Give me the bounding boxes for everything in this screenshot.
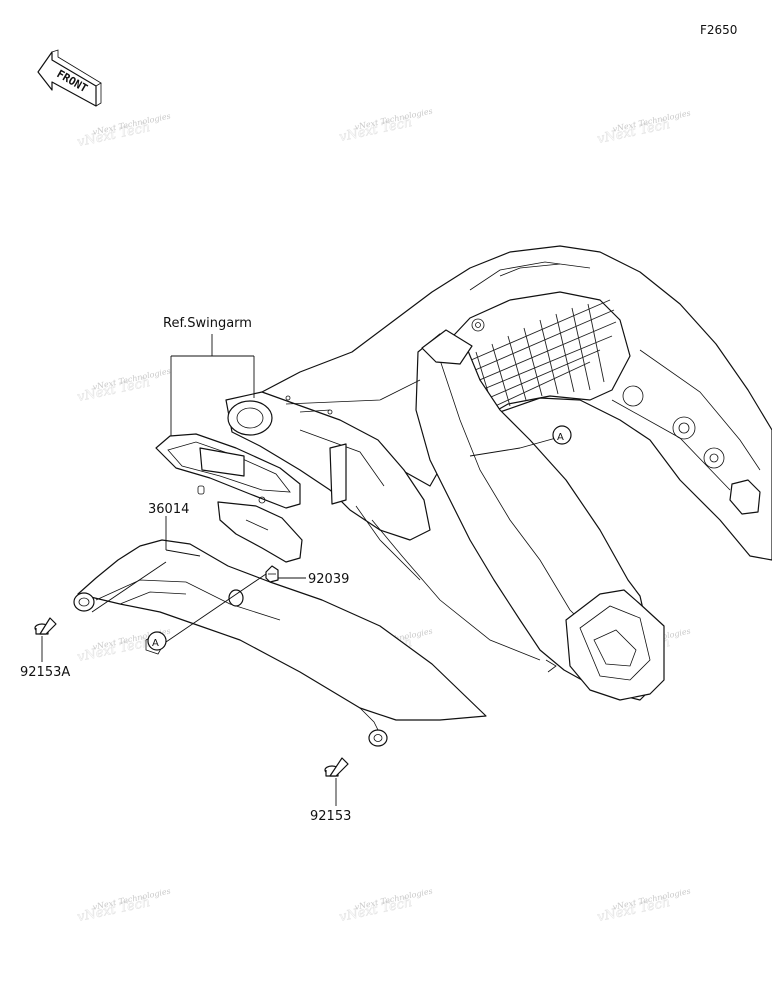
part-label-36014: 36014 bbox=[148, 502, 189, 517]
leader-lines bbox=[41, 437, 557, 806]
part-label-92039: 92039 bbox=[308, 572, 349, 587]
watermark: vNext Tech vNext Technologies bbox=[76, 111, 172, 150]
callout-a-lower: A bbox=[147, 631, 167, 651]
watermark: vNext Tech vNext Technologies bbox=[76, 886, 172, 925]
fastener-92039 bbox=[265, 565, 279, 583]
watermark: vNext Tech vNext Technologies bbox=[596, 886, 692, 925]
watermark: vNext Tech vNext Technologies bbox=[338, 106, 434, 145]
chain-cover-36014 bbox=[73, 539, 487, 747]
svg-text:A: A bbox=[557, 432, 564, 443]
svg-text:A: A bbox=[152, 638, 159, 649]
chain-guide bbox=[155, 433, 347, 563]
watermark: vNext Tech vNext Technologies bbox=[76, 366, 172, 405]
watermark: vNext Tech vNext Technologies bbox=[596, 108, 692, 147]
bolt-92153A bbox=[34, 617, 57, 635]
watermark: vNext Tech vNext Technologies bbox=[338, 886, 434, 925]
ref-swingarm-label: Ref.Swingarm bbox=[163, 316, 252, 331]
part-label-92153: 92153 bbox=[310, 809, 351, 824]
part-label-92153A: 92153A bbox=[20, 665, 70, 680]
callout-a-upper: A bbox=[552, 425, 572, 445]
swingarm-body bbox=[225, 245, 772, 701]
front-arrow-icon: FRONT bbox=[37, 49, 102, 107]
figure-id: F2650 bbox=[700, 23, 737, 37]
bolt-92153 bbox=[324, 757, 349, 777]
